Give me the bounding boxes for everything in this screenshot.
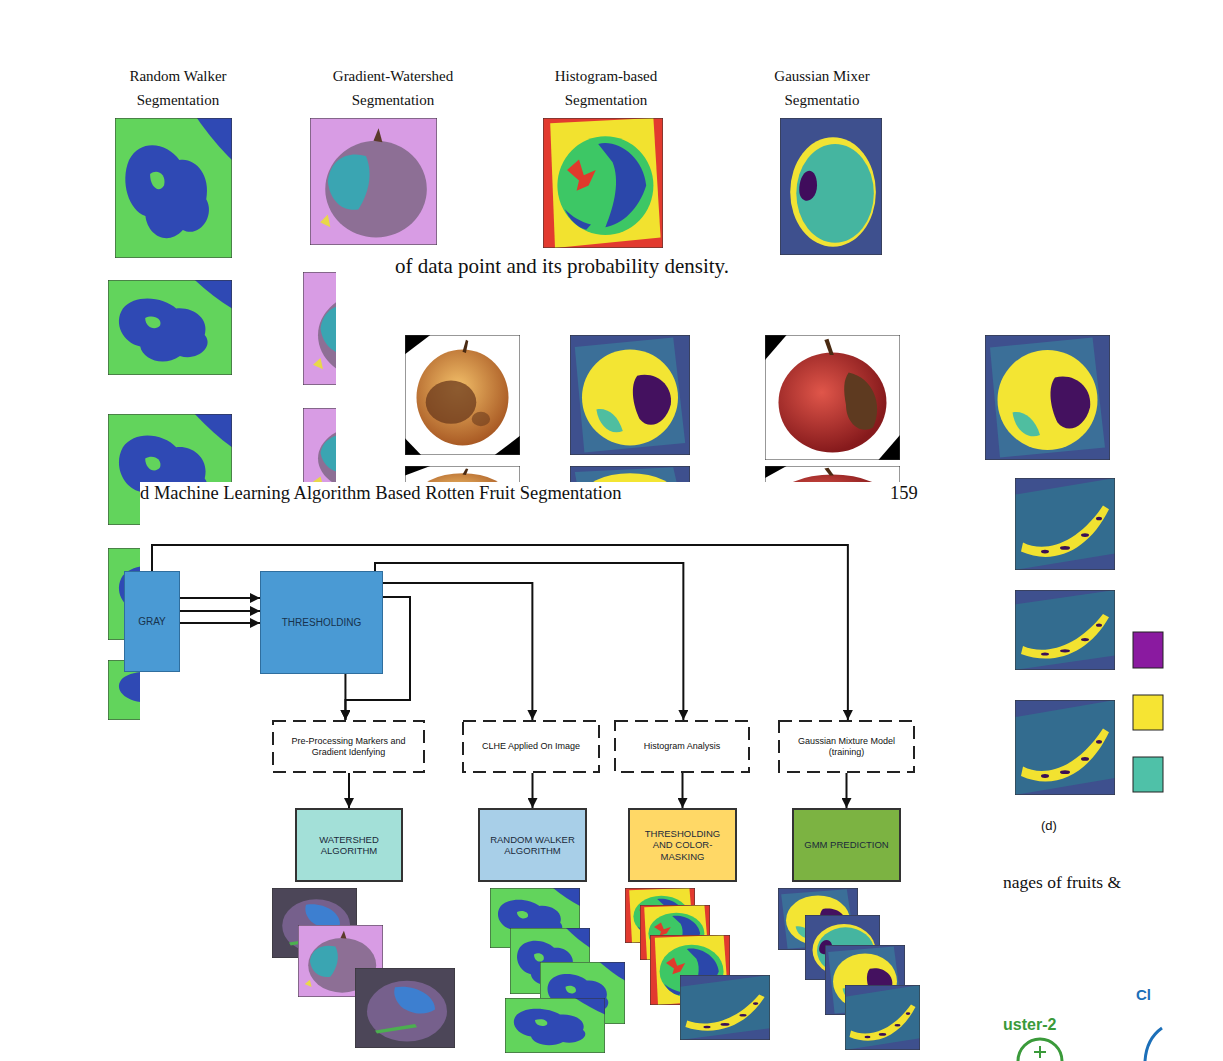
segmentation-plot <box>1015 700 1115 795</box>
process-box: GRAY <box>124 571 180 672</box>
color-swatch <box>1133 695 1163 730</box>
process-box: THRESHOLDING <box>260 571 383 674</box>
node-label: WATERSHED ALGORITHM <box>303 834 395 857</box>
dashed-border <box>615 721 749 772</box>
step-box: CLHE Applied On Image <box>462 720 600 773</box>
cluster-outline <box>1145 1028 1162 1061</box>
flow-arrow <box>846 773 848 808</box>
segmentation-plot <box>108 280 232 375</box>
caption-fragment: nages of fruits & <box>1003 872 1121 893</box>
flow-arrow <box>383 583 532 720</box>
node-label: Gaussian Mixture Model (training) <box>784 736 909 758</box>
algorithm-box: GMM PREDICTION <box>792 808 901 882</box>
segmentation-plot <box>115 118 232 258</box>
flow-arrow <box>152 545 848 720</box>
dashed-border <box>273 721 424 772</box>
dashed-border <box>463 721 599 772</box>
segmentation-plot <box>1015 590 1115 670</box>
flow-arrow <box>375 563 683 720</box>
segmentation-plot <box>543 118 663 248</box>
node-label: GMM PREDICTION <box>804 839 888 850</box>
panel-label: (d) <box>1041 818 1057 834</box>
segmentation-plot <box>780 118 882 255</box>
column-heading: Gaussian Mixer Segmentatio <box>765 64 879 112</box>
node-label: THRESHOLDING AND COLOR-MASKING <box>636 828 729 862</box>
running-header: d Machine Learning Algorithm Based Rotte… <box>140 482 621 504</box>
page-card <box>140 482 1015 1061</box>
flow-arrow <box>180 622 260 624</box>
segmentation-plot <box>845 985 920 1050</box>
fruit-photo <box>405 335 520 455</box>
segmentation-plot <box>310 118 437 245</box>
flow-arrow <box>682 773 684 808</box>
column-heading: Histogram-based Segmentation <box>544 64 668 112</box>
cluster-mark <box>1034 1046 1046 1058</box>
cluster-label: uster-2 <box>1003 1015 1056 1034</box>
flow-arrow <box>180 597 260 599</box>
cluster-label: Cl <box>1136 986 1151 1004</box>
segmentation-plot <box>1015 478 1115 570</box>
flow-arrow <box>180 610 260 612</box>
color-swatch <box>1133 757 1163 792</box>
segmentation-plot <box>570 335 690 455</box>
cluster-outline <box>1018 1039 1062 1061</box>
node-label: Histogram Analysis <box>644 741 721 752</box>
algorithm-box: THRESHOLDING AND COLOR-MASKING <box>628 808 737 882</box>
flow-arrow <box>348 773 350 808</box>
column-heading: Gradient-Watershed Segmentation <box>323 64 463 112</box>
step-box: Gaussian Mixture Model (training) <box>778 720 915 773</box>
segmentation-plot <box>505 998 605 1053</box>
segmentation-plot <box>985 335 1110 460</box>
fruit-photo <box>765 335 900 460</box>
page-text: of data point and its probability densit… <box>395 254 729 279</box>
node-label: CLHE Applied On Image <box>482 741 580 752</box>
node-label: GRAY <box>138 616 166 628</box>
node-label: Pre-Processing Markers and Gradient Iden… <box>278 736 419 758</box>
algorithm-box: WATERSHED ALGORITHM <box>295 808 403 882</box>
page-number: 159 <box>890 482 918 504</box>
flow-arrow <box>532 773 534 808</box>
algorithm-box: RANDOM WALKER ALGORITHM <box>478 808 587 882</box>
segmentation-plot <box>355 968 455 1048</box>
dashed-border <box>779 721 914 772</box>
node-label: THRESHOLDING <box>282 617 361 629</box>
segmentation-plot <box>680 975 770 1040</box>
column-heading: Random Walker Segmentation <box>113 64 243 112</box>
step-box: Histogram Analysis <box>614 720 750 773</box>
page-overlay <box>336 257 1223 487</box>
node-label: RANDOM WALKER ALGORITHM <box>486 834 579 857</box>
color-swatch <box>1133 632 1163 668</box>
step-box: Pre-Processing Markers and Gradient Iden… <box>272 720 425 773</box>
